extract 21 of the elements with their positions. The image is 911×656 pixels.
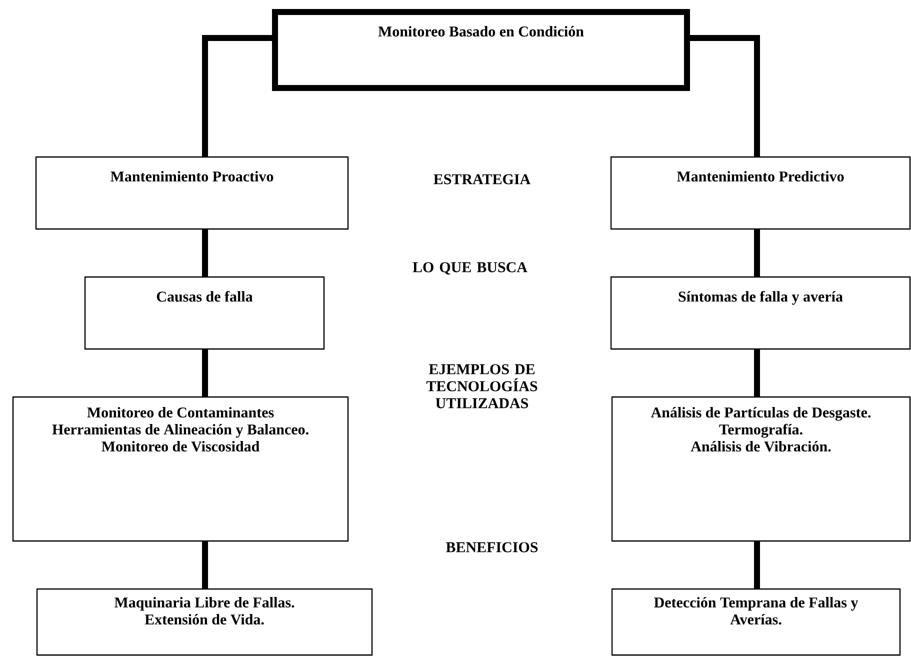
- row-label: LO QUE BUSCA: [412, 262, 528, 275]
- title-box: Monitoreo Basado en Condición: [272, 9, 690, 91]
- process-box: Maquinaria Libre de Fallas. Extensión de Vida.: [36, 588, 373, 656]
- process-box: Mantenimiento Predictivo: [610, 156, 911, 230]
- process-box: Análisis de Partículas de Desgaste. Termografía. Análisis de Vibración.: [611, 396, 911, 542]
- connector-line: [754, 541, 760, 589]
- process-box: Síntomas de falla y avería: [610, 276, 911, 350]
- process-box: Mantenimiento Proactivo: [35, 156, 349, 230]
- connector-line: [202, 349, 208, 397]
- process-box: Causas de falla: [84, 276, 325, 350]
- connector-line: [202, 35, 275, 157]
- process-box: Monitoreo de Contaminantes Herramientas de Alineación y Balanceo. Monitoreo de Viscosidad: [12, 396, 349, 542]
- connector-line: [202, 541, 208, 589]
- connector-line: [754, 229, 760, 277]
- process-box: Detección Temprana de Fallas y Averías.: [611, 588, 901, 656]
- connector-line: [687, 35, 760, 157]
- row-label: ESTRATEGIA: [434, 174, 530, 184]
- row-label: EJEMPLOS DE TECNOLOGÍAS UTILIZADAS: [426, 364, 538, 408]
- row-label: BENEFICIOS: [446, 542, 538, 552]
- connector-line: [754, 349, 760, 397]
- connector-line: [202, 229, 208, 277]
